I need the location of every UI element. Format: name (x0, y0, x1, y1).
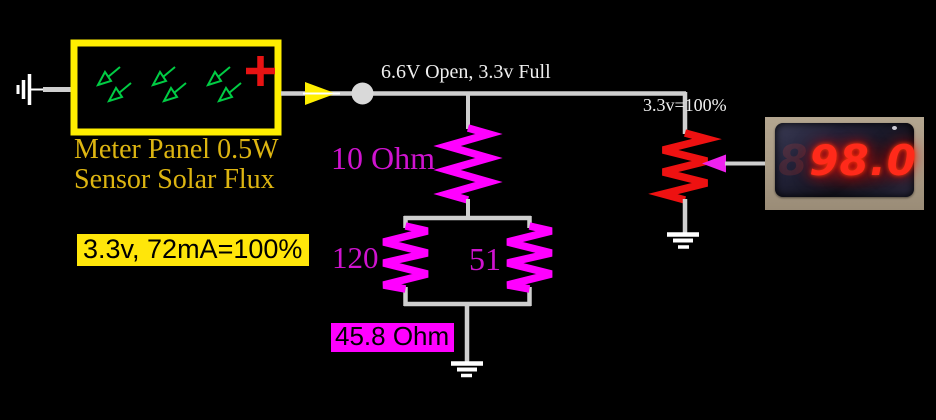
resistor-51-label: 51 (469, 241, 501, 277)
bus-voltage-annotation: 6.6V Open, 3.3v Full (381, 61, 551, 83)
resistor-120 (382, 222, 429, 293)
junction-node-dot (351, 82, 374, 105)
potentiometer-resistor (648, 129, 722, 204)
meter-reflection-speck (892, 126, 897, 130)
solar-flux-arrows-icon (97, 66, 242, 102)
ground-icon-right (667, 232, 699, 249)
potentiometer-annotation: 3.3v=100% (643, 95, 727, 115)
meter-bezel: 8 98.0 (775, 123, 917, 197)
panel-rating-label: 3.3v, 72mA=100% (77, 234, 310, 267)
parallel-network-wires (403, 215, 532, 362)
meter-value: 98.0 (809, 135, 917, 185)
polarity-plus-icon (246, 56, 275, 86)
equivalent-resistance-label: 45.8 Ohm (331, 322, 455, 353)
panel-name-line1: Meter Panel 0.5W (74, 134, 279, 165)
ground-icon-middle (451, 361, 483, 378)
panel-name-line2: Sensor Solar Flux (74, 164, 275, 195)
resistor-51 (506, 222, 553, 293)
solar-panel-box (70, 39, 282, 136)
meter-readout: 8 98.0 (775, 123, 917, 197)
meter-backlight-glow (783, 131, 906, 189)
ground-icon-left (16, 74, 46, 105)
resistor-120-label: 120 (332, 240, 379, 275)
wiper-arrow-icon (702, 154, 726, 173)
meter-panel-photo: 8 98.0 (765, 117, 924, 210)
meter-ghost-digit: 8 (778, 135, 809, 185)
resistor-10ohm (433, 124, 503, 204)
resistor-10ohm-label: 10 Ohm (331, 140, 435, 176)
